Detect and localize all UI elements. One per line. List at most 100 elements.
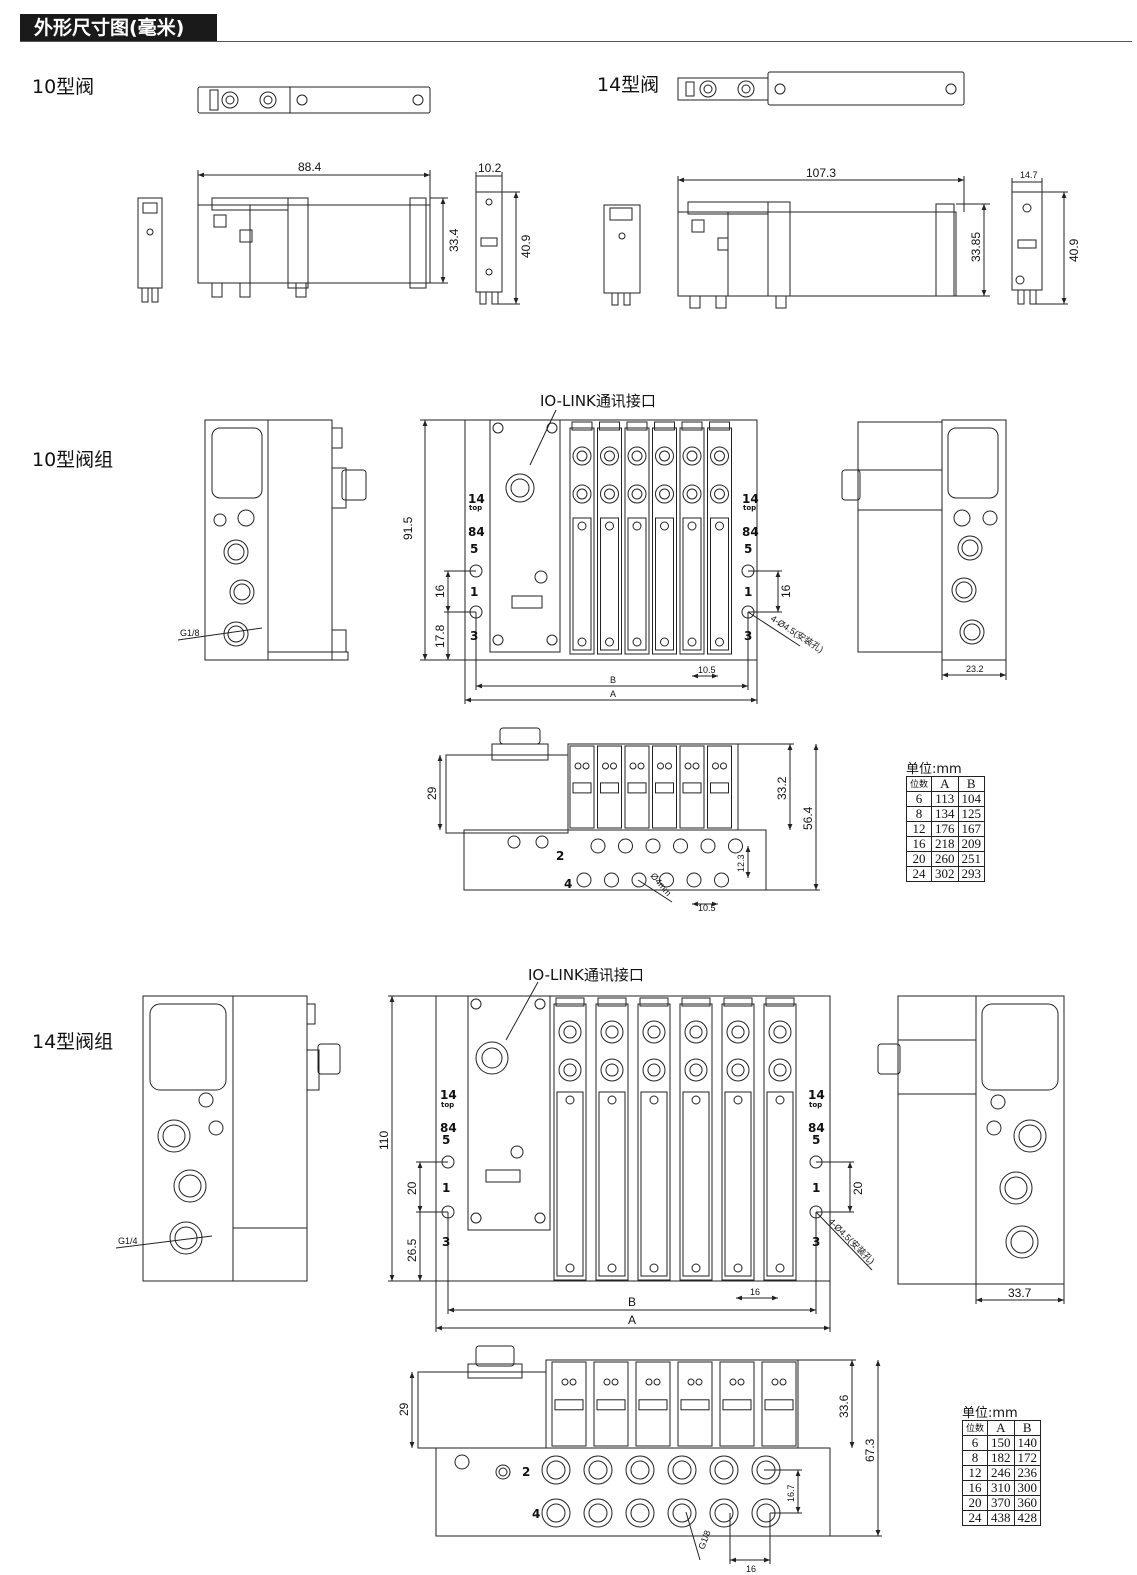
port-4-hole: [604, 872, 619, 888]
port-2-hole: [673, 838, 688, 854]
dim-group14-h673: 67.3: [863, 1438, 877, 1462]
dim-group14-pitch2: 16: [746, 1564, 756, 1574]
svg-text:top: top: [469, 504, 482, 512]
port-2-hole: [541, 1455, 571, 1485]
valve-slice-front: [707, 745, 732, 829]
dim-group14-height: 110: [377, 1131, 391, 1150]
port-2-hole: [625, 1455, 655, 1485]
label-group10: 10型阀组: [32, 449, 114, 471]
port-2-hole: [583, 1455, 613, 1485]
valve10-end-view: [475, 172, 520, 305]
valve-slice: [721, 997, 755, 1281]
valve-slice: [707, 421, 732, 655]
dim-group10-16: 16: [433, 584, 447, 598]
callout-io-link-14: IO-LINK通讯接口: [528, 966, 644, 984]
svg-text:5: 5: [470, 542, 478, 556]
port-2-hole-inner: [672, 1460, 692, 1480]
svg-text:1: 1: [812, 1181, 820, 1195]
valve14-front-view: [603, 204, 641, 306]
dim-group10-h564: 56.4: [801, 806, 815, 830]
valve-slice-front: [624, 745, 650, 829]
group14-plan-view: [435, 995, 831, 1282]
valve14-top-view: [677, 71, 965, 106]
dim-group14-h167: 16.7: [786, 1484, 796, 1502]
svg-text:5: 5: [442, 1133, 450, 1147]
port-4-hole: [541, 1498, 571, 1528]
dim-group10-178: 17.8: [433, 624, 447, 648]
dim-valve14-height: 33.85: [969, 232, 983, 262]
group10-front-view: [445, 727, 767, 891]
dim-group10-h332: 33.2: [775, 776, 789, 800]
label-valve10: 10型阀: [32, 76, 95, 98]
dim-valve10-width: 10.2: [478, 161, 502, 175]
svg-text:14: 14: [440, 1088, 457, 1102]
valve-slice-front: [761, 1361, 797, 1447]
group10-port-4: 4: [564, 877, 572, 891]
dim-group14-side-width: 33.7: [1008, 1286, 1032, 1300]
svg-text:84: 84: [440, 1121, 457, 1135]
valve-slice: [569, 421, 595, 655]
svg-text:3: 3: [470, 629, 478, 643]
port-2-hole: [709, 1455, 739, 1485]
port-2-hole: [645, 838, 661, 854]
group14-port-4: 4: [532, 1507, 540, 1521]
port-2-hole-inner: [588, 1460, 608, 1480]
port-4-hole-inner: [588, 1503, 608, 1523]
group14-front-dims: [409, 1359, 882, 1564]
port-4-hole: [583, 1498, 613, 1528]
port-2-hole-inner: [546, 1460, 566, 1480]
dim-group14-b: B: [628, 1295, 636, 1309]
dim-group14-h29: 29: [397, 1402, 411, 1416]
dim-valve14-width: 14.7: [1020, 170, 1038, 180]
group14-port-labels-left: 14 top 84 5 1 3: [440, 1088, 457, 1249]
valve-slice-front: [652, 745, 677, 829]
valve-slice: [679, 997, 713, 1281]
svg-text:84: 84: [742, 525, 759, 539]
dim-group10-pitch: 10.5: [698, 665, 716, 675]
port-2-hole-inner: [630, 1460, 650, 1480]
svg-text:1: 1: [744, 585, 752, 599]
svg-text:1: 1: [442, 1181, 450, 1195]
table10-unit: 单位:mm: [906, 762, 962, 777]
port-4-hole: [625, 1498, 655, 1528]
svg-text:84: 84: [808, 1121, 825, 1135]
dim-group10-16-right: 16: [779, 584, 793, 598]
table14-unit: 单位:mm: [962, 1406, 1018, 1421]
group10-left-view: [177, 419, 367, 661]
valve-slice: [595, 997, 629, 1281]
svg-text:5: 5: [812, 1133, 820, 1147]
dim-group10-holes: 4-Ø4.5(安装孔): [769, 612, 826, 654]
port-2-hole: [700, 838, 716, 854]
group10-port-labels-left: 14 top 84 5 1 3: [468, 492, 485, 643]
group10-plan-dims: [420, 409, 801, 704]
dim-group10-a: A: [610, 689, 616, 699]
valve-slice: [597, 421, 622, 655]
group10-right-view: [841, 419, 1007, 680]
group14-plan-dims: [388, 981, 873, 1332]
svg-text:top: top: [809, 1101, 822, 1109]
section-title: 外形尺寸图(毫米): [20, 14, 217, 42]
svg-text:3: 3: [744, 629, 752, 643]
port-4-hole-inner: [672, 1503, 692, 1523]
group10-front-dims: [437, 743, 820, 907]
dim-valve10-total-height: 40.9: [519, 234, 533, 258]
dim-group14-holes: 4-Ø4.5(安装孔): [827, 1216, 878, 1267]
port-4-hole-inner: [714, 1503, 734, 1523]
group10-plan-view: [464, 419, 758, 661]
dim-group14-port: G1/4: [118, 1236, 138, 1246]
group14-port-2: 2: [522, 1465, 530, 1479]
dim-group14-pitch: 16: [750, 1287, 760, 1297]
